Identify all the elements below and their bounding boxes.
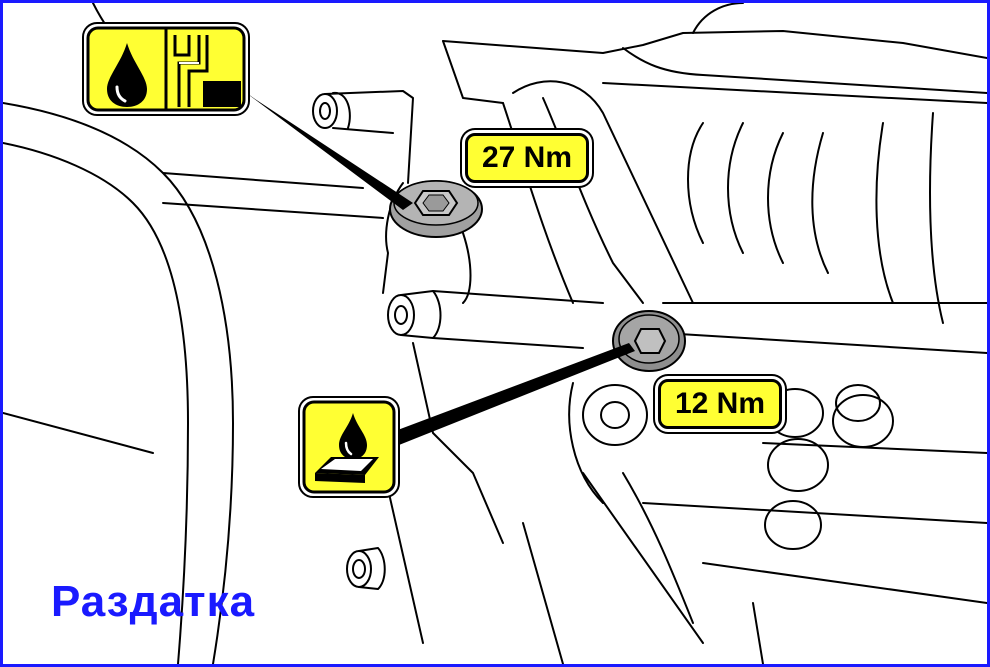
gearbox-line-drawing — [3, 3, 987, 664]
torque-label-top: 27 Nm — [465, 133, 589, 183]
drain-plug — [612, 310, 686, 372]
pointer-bottom — [395, 343, 635, 445]
oil-level-plug-icon — [82, 22, 250, 116]
pointer-top — [241, 89, 413, 210]
filler-plug — [389, 180, 483, 238]
diagram-caption: Раздатка — [51, 577, 256, 626]
torque-label-bottom: 12 Nm — [658, 379, 782, 429]
oil-drain-sealant-icon — [298, 396, 400, 498]
